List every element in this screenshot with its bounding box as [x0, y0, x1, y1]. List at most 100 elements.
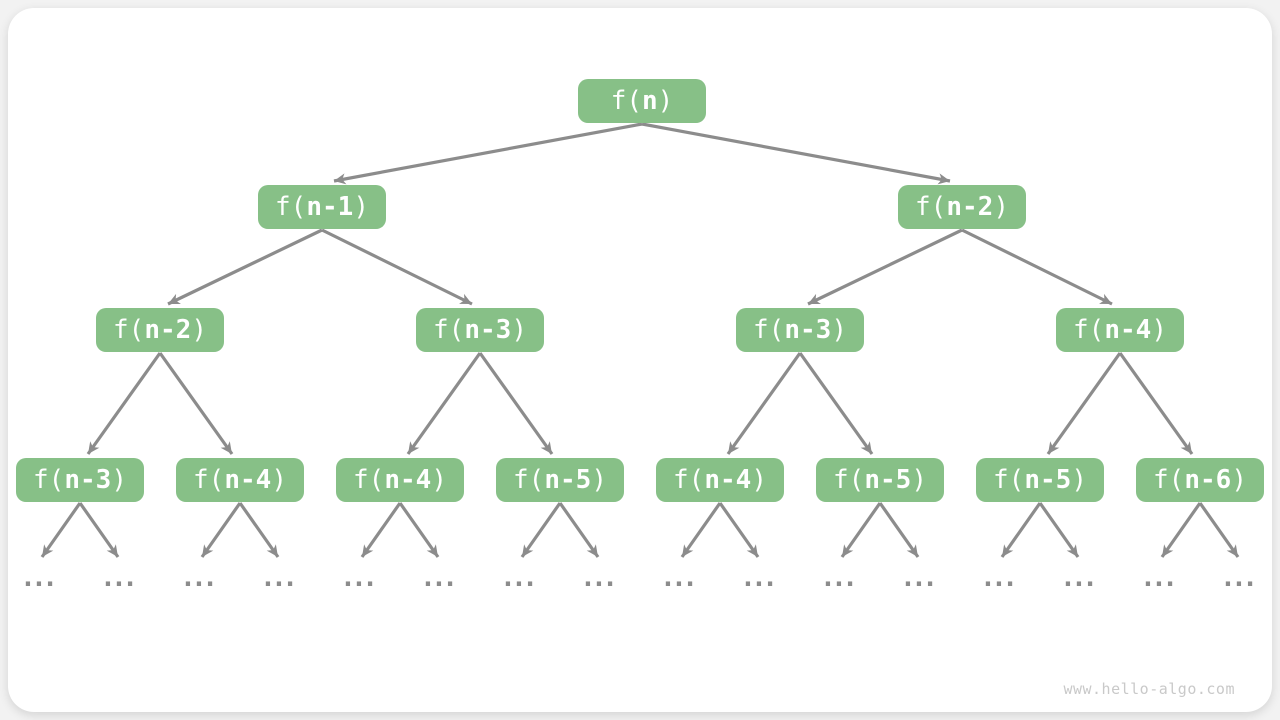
node-label-prefix: f(: [353, 465, 385, 495]
node-label-prefix: f(: [1153, 465, 1185, 495]
edge: [680, 502, 722, 558]
edge: [1000, 502, 1042, 558]
node-label-arg: n-4: [1104, 315, 1152, 345]
node-label-arg: n-5: [1024, 465, 1072, 495]
node-label-suffix: ): [271, 465, 287, 495]
edge: [398, 502, 440, 558]
node-label-suffix: ): [831, 315, 847, 345]
node-label-arg: n: [642, 86, 658, 116]
edges-level3: [86, 352, 1194, 455]
node-label-arg: n-5: [864, 465, 912, 495]
edge: [878, 502, 920, 558]
node-label-prefix: f(: [673, 465, 705, 495]
node-label-prefix: f(: [275, 192, 307, 222]
node-label-prefix: f(: [113, 315, 145, 345]
leaf-ellipsis: ...: [983, 564, 1017, 592]
edge: [167, 228, 323, 306]
node-label-suffix: ): [1071, 465, 1087, 495]
node-label-suffix: ): [191, 315, 207, 345]
node-label-prefix: f(: [513, 465, 545, 495]
node-label-suffix: ): [431, 465, 447, 495]
tree-node-f-n-5: f(n-5): [816, 458, 944, 502]
node-label-suffix: ): [111, 465, 127, 495]
edges-level1: [333, 122, 951, 185]
leaf-ellipsis: ...: [423, 564, 457, 592]
leaf-ellipsis: ...: [343, 564, 377, 592]
edge: [478, 352, 554, 455]
node-label-suffix: ): [511, 315, 527, 345]
tree-node-f-n-3: f(n-3): [736, 308, 864, 352]
node-label-suffix: ): [591, 465, 607, 495]
edge: [86, 352, 162, 455]
node-label-arg: n-5: [544, 465, 592, 495]
tree-node-f-n-1: f(n-1): [258, 185, 386, 229]
tree-node-f-n-4: f(n-4): [1056, 308, 1184, 352]
node-label-arg: n-3: [464, 315, 512, 345]
node-label-arg: n-3: [784, 315, 832, 345]
node-label-arg: n-4: [704, 465, 752, 495]
edge: [1046, 352, 1122, 455]
node-label-suffix: ): [1231, 465, 1247, 495]
edge: [158, 352, 234, 455]
leaf-ellipsis: ...: [663, 564, 697, 592]
node-label-prefix: f(: [993, 465, 1025, 495]
node-label-prefix: f(: [610, 86, 642, 116]
node-label-suffix: ): [1151, 315, 1167, 345]
node-label-arg: n-3: [64, 465, 112, 495]
node-label-arg: n-4: [224, 465, 272, 495]
tree-node-f-n: f(n): [578, 79, 706, 123]
leaf-ellipsis: ...: [183, 564, 217, 592]
tree-node-f-n-3: f(n-3): [416, 308, 544, 352]
edge: [406, 352, 482, 455]
edge: [1118, 352, 1194, 455]
edge: [840, 502, 882, 558]
leaf-ellipsis: ...: [743, 564, 777, 592]
edge: [1160, 502, 1202, 558]
node-label-arg: n-1: [306, 192, 354, 222]
tree-node-f-n-4: f(n-4): [336, 458, 464, 502]
leaf-ellipsis: ...: [1063, 564, 1097, 592]
edge: [520, 502, 562, 558]
tree-node-f-n-4: f(n-4): [656, 458, 784, 502]
tree-node-f-n-5: f(n-5): [976, 458, 1104, 502]
node-label-suffix: ): [993, 192, 1009, 222]
leaf-ellipsis: ...: [263, 564, 297, 592]
node-label-prefix: f(: [833, 465, 865, 495]
node-label-prefix: f(: [1073, 315, 1105, 345]
node-label-prefix: f(: [33, 465, 65, 495]
edge: [200, 502, 242, 558]
edge: [360, 502, 402, 558]
node-label-prefix: f(: [433, 315, 465, 345]
node-label-prefix: f(: [193, 465, 225, 495]
edge: [807, 228, 963, 306]
watermark: www.hello-algo.com: [1063, 680, 1235, 698]
leaf-ellipsis: ...: [503, 564, 537, 592]
tree-node-f-n-4: f(n-4): [176, 458, 304, 502]
node-label-arg: n-6: [1184, 465, 1232, 495]
tree-node-f-n-3: f(n-3): [16, 458, 144, 502]
leaf-ellipsis: ...: [903, 564, 937, 592]
leaf-ellipsis: ...: [103, 564, 137, 592]
node-label-suffix: ): [751, 465, 767, 495]
edge: [726, 352, 802, 455]
edge: [558, 502, 600, 558]
tree-node-f-n-2: f(n-2): [96, 308, 224, 352]
edge: [40, 502, 82, 558]
node-label-prefix: f(: [915, 192, 947, 222]
node-label-suffix: ): [911, 465, 927, 495]
leaf-ellipsis: ...: [823, 564, 857, 592]
edge: [961, 228, 1113, 306]
edge: [78, 502, 120, 558]
leaf-ellipsis: ...: [583, 564, 617, 592]
leaf-ellipsis: ...: [23, 564, 57, 592]
edge: [1038, 502, 1080, 558]
tree-node-f-n-6: f(n-6): [1136, 458, 1264, 502]
node-label-prefix: f(: [753, 315, 785, 345]
tree-node-f-n-2: f(n-2): [898, 185, 1026, 229]
edge: [798, 352, 874, 455]
edges-level2: [167, 228, 1113, 306]
edge: [321, 228, 473, 306]
tree-node-f-n-5: f(n-5): [496, 458, 624, 502]
node-label-suffix: ): [657, 86, 674, 116]
